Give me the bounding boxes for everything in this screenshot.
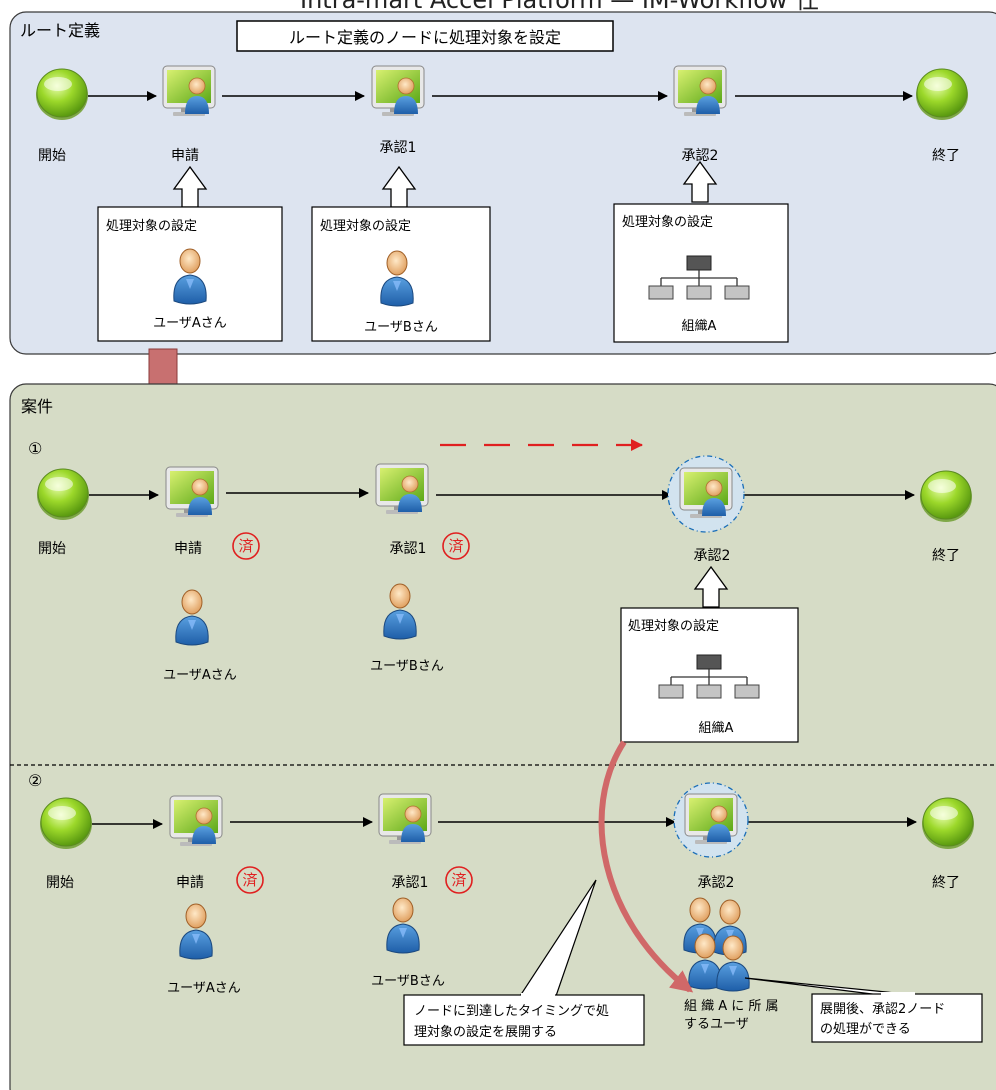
callout-caption: ユーザAさん <box>153 316 227 331</box>
end-node-icon <box>919 470 973 523</box>
note1-line1: ノードに到達したタイミングで処 <box>414 1004 609 1019</box>
done-stamp <box>236 866 264 894</box>
note-joint <box>521 993 555 997</box>
node-label-end: 終了 <box>932 548 960 564</box>
node-label-start: 開始 <box>38 541 66 557</box>
task-node-icon <box>162 65 216 117</box>
node-label-approve2: 承認2 <box>682 148 719 164</box>
callout-caption: ユーザBさん <box>364 320 438 335</box>
node-label-approve1: 承認1 <box>392 875 429 891</box>
expansion-arrow <box>598 740 694 993</box>
note-box <box>403 994 645 1046</box>
end-node-icon <box>921 797 975 850</box>
task-node-icon <box>165 466 219 518</box>
task-node-icon <box>679 467 733 519</box>
done-stamp-label: 済 <box>451 871 466 889</box>
callout-title: 処理対象の設定 <box>622 214 713 230</box>
callout-title: 処理対象の設定 <box>320 218 411 234</box>
note-box <box>811 993 983 1043</box>
task-node-icon <box>673 65 727 117</box>
user-caption: ユーザBさん <box>371 974 445 989</box>
start-node-icon <box>36 468 90 521</box>
callout-title: 処理対象の設定 <box>106 218 197 234</box>
node-label-approve1: 承認1 <box>380 140 417 156</box>
done-stamp-label: 済 <box>238 537 253 555</box>
note2-line1: 展開後、承認2ノード <box>820 1001 945 1017</box>
row-marker: ② <box>28 771 42 790</box>
end-node-icon <box>915 68 969 121</box>
start-node-icon <box>35 68 89 121</box>
note-joint <box>881 992 915 996</box>
node-label-approve1: 承認1 <box>390 541 427 557</box>
route-banner: ルート定義のノードに処理対象を設定 <box>289 28 561 47</box>
row-marker: ① <box>28 439 42 458</box>
node-label-approve2: 承認2 <box>698 875 735 891</box>
group-caption-line2: するユーザ <box>684 1017 749 1032</box>
node-label-end: 終了 <box>932 148 960 164</box>
callout-title: 処理対象の設定 <box>628 618 719 634</box>
callout-box <box>613 203 789 343</box>
case-panel-label: 案件 <box>21 397 53 416</box>
node-label-start: 開始 <box>46 875 74 891</box>
task-node-icon <box>378 793 432 845</box>
callout-box <box>97 206 283 342</box>
done-stamp <box>442 532 470 560</box>
node-label-start: 開始 <box>38 148 66 164</box>
node-label-approve2: 承認2 <box>694 548 731 564</box>
note1-line2: 理対象の設定を展開する <box>414 1024 557 1040</box>
page-title: Intra-mart Accel Platform — IM-Workflow … <box>300 0 819 14</box>
user-caption: ユーザAさん <box>163 668 237 683</box>
node-label-apply: 申請 <box>174 541 202 557</box>
done-stamp-label: 済 <box>448 537 463 555</box>
done-stamp <box>445 866 473 894</box>
done-stamp <box>232 532 260 560</box>
user-caption: ユーザBさん <box>370 659 444 674</box>
node-label-end: 終了 <box>932 875 960 891</box>
callout-caption: 組織A <box>682 319 717 334</box>
node-label-apply: 申請 <box>171 148 199 164</box>
route-panel-label: ルート定義 <box>20 21 100 40</box>
callout-caption: 組織A <box>699 721 734 736</box>
route-banner-box <box>236 20 614 52</box>
done-stamp-label: 済 <box>242 871 257 889</box>
task-node-icon <box>371 65 425 117</box>
user-caption: ユーザAさん <box>167 981 241 996</box>
task-node-icon <box>684 793 738 845</box>
group-caption-line1: 組 織 A に 所 属 <box>684 999 779 1014</box>
task-node-icon <box>375 463 429 515</box>
note2-line2: の処理ができる <box>820 1022 911 1037</box>
start-node-icon <box>39 797 93 850</box>
task-node-icon <box>169 795 223 847</box>
case-panel <box>9 383 996 1090</box>
node-label-apply: 申請 <box>176 875 204 891</box>
